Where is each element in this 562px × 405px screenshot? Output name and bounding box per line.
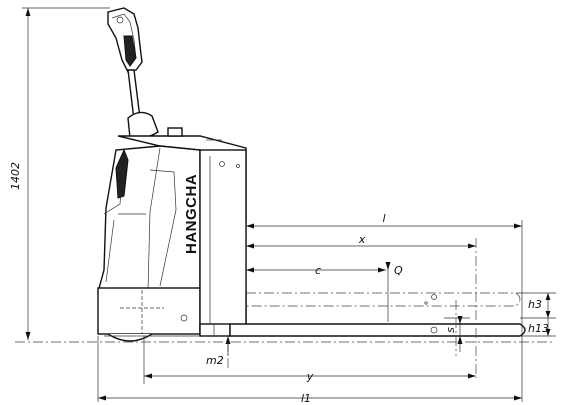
dimension-load-centre-c: c	[246, 264, 386, 277]
dimension-fork-length-l: l	[245, 212, 523, 402]
dimension-y-label: y	[306, 370, 314, 383]
dimension-lift-heights: h3 h13	[516, 292, 556, 337]
dimension-s-label: s	[444, 327, 457, 333]
brand-logo-text: HANGCHA	[183, 174, 200, 254]
dimension-l1-label: l1	[301, 392, 311, 405]
dimension-l-label: l	[382, 212, 385, 225]
dimension-fork-thickness-s: s	[444, 316, 470, 352]
emergency-stop-knob	[167, 127, 183, 137]
dimension-m2-label: m2	[206, 354, 224, 367]
truck-body: HANGCHA	[97, 127, 247, 342]
dimension-x-label: x	[358, 233, 366, 246]
dimension-height-label: 1402	[9, 162, 22, 190]
fork-lowered	[229, 323, 526, 337]
dimension-x: x	[246, 233, 476, 249]
dimension-h3-label: h3	[528, 298, 542, 311]
load-q-label: Q	[394, 264, 403, 277]
dimension-c-label: c	[315, 264, 321, 277]
tiller-handle	[107, 7, 159, 140]
dimension-wheelbase-y: y	[143, 336, 476, 384]
dimension-ground-clearance-m2: m2	[206, 336, 231, 367]
load-arrow-q: Q	[385, 262, 403, 322]
mast-panel	[199, 149, 247, 331]
dimension-overall-length-l1: l1	[97, 336, 522, 405]
fork-assembly	[229, 292, 526, 337]
dimension-height-overall: 1402	[9, 7, 110, 340]
dimension-h13-label: h13	[528, 322, 549, 335]
